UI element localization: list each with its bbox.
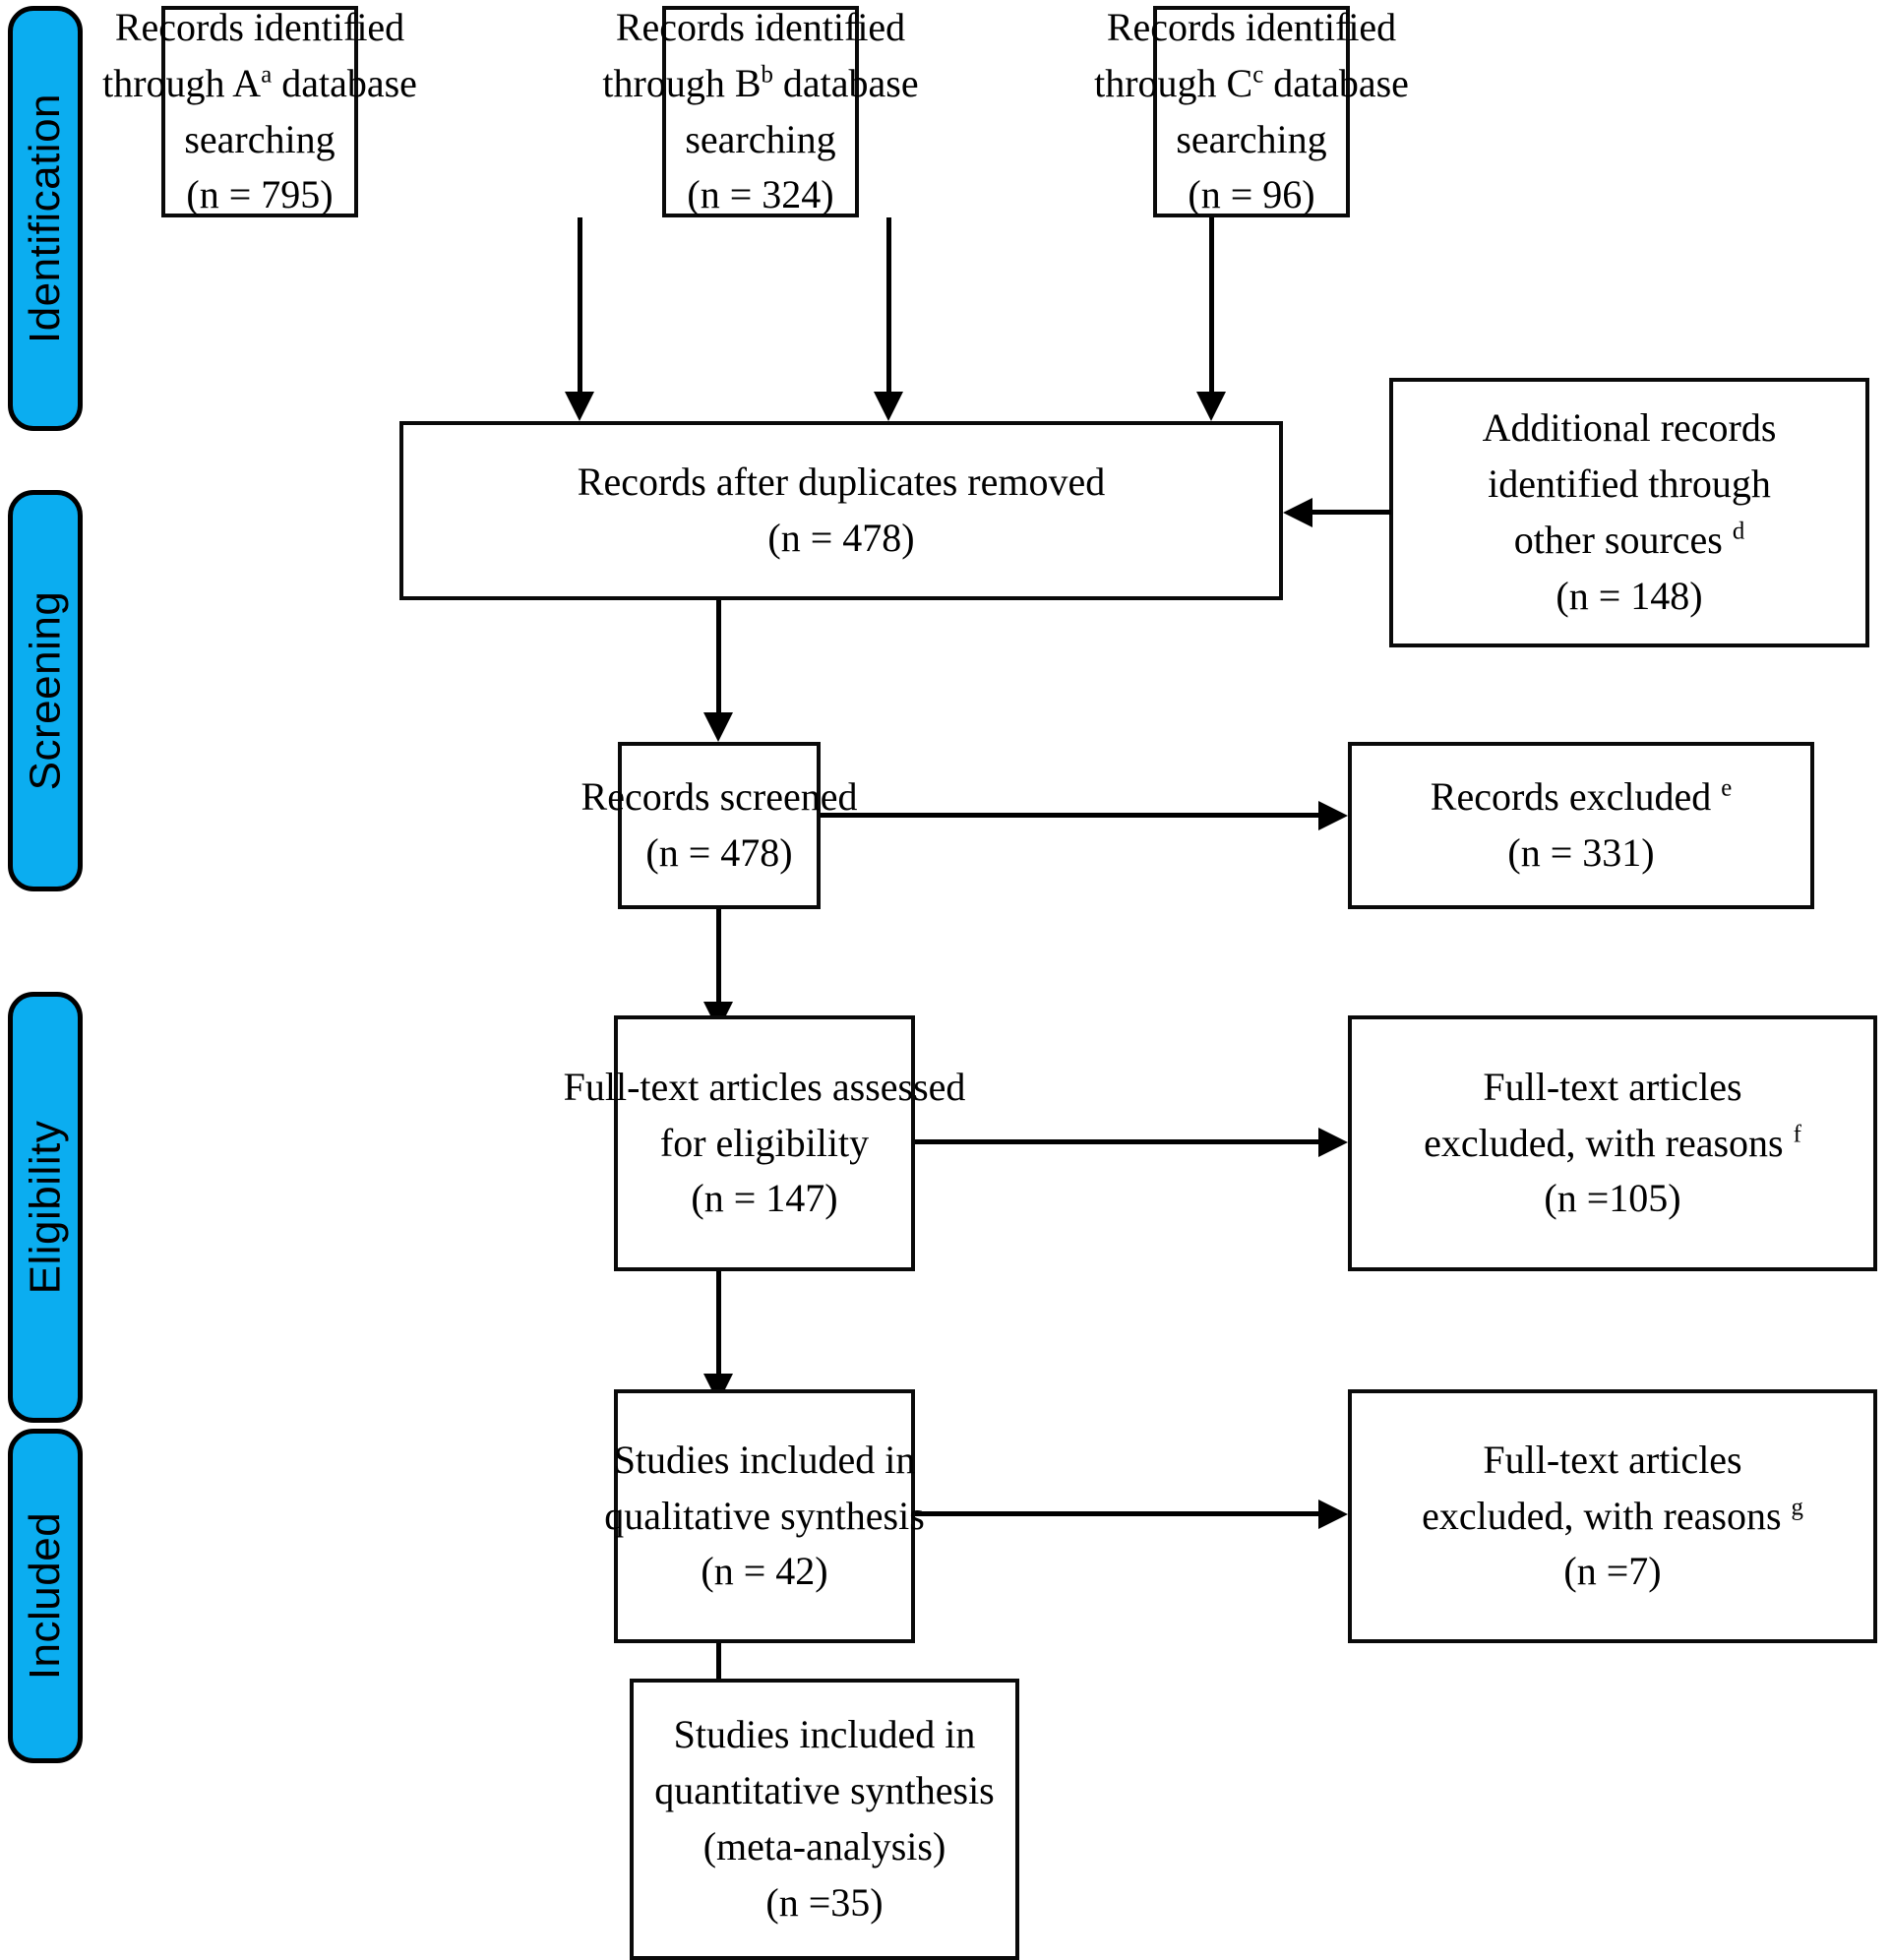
box-fulltext-excluded-f-line2-pre: excluded, with reasons: [1424, 1120, 1794, 1165]
box-database-c-line2-post: database: [1263, 60, 1409, 105]
arrow-fulltext-to-excluded-f: [1318, 1128, 1348, 1157]
stage-bar-included: Included: [8, 1429, 83, 1763]
box-records-screened-count: (n = 478): [645, 830, 793, 875]
footnote-marker-e: e: [1721, 774, 1733, 802]
footnote-marker-c: c: [1252, 61, 1264, 89]
box-duplicates-removed-count: (n = 478): [767, 516, 915, 560]
box-quantitative-synthesis-count: (n =35): [765, 1879, 884, 1925]
connector-screened-to-excluded: [821, 813, 1318, 818]
arrow-duplicates-to-screened: [703, 712, 733, 742]
box-fulltext-excluded-g-count: (n =7): [1563, 1549, 1662, 1594]
box-records-excluded: Records excluded e (n = 331): [1348, 742, 1814, 909]
box-fulltext-excluded-f-count: (n =105): [1544, 1176, 1681, 1221]
box-fulltext-assessed-line2: for eligibility: [659, 1120, 870, 1165]
footnote-marker-g: g: [1791, 1494, 1803, 1521]
box-records-excluded-line1: Records excluded e: [1431, 769, 1732, 826]
box-database-a-line3: searching: [184, 116, 336, 161]
box-other-sources: Additional records identified through ot…: [1389, 378, 1869, 647]
stage-bar-screening: Screening: [8, 490, 83, 891]
arrow-qualitative-to-excluded-g: [1318, 1500, 1348, 1529]
box-database-c-line2-pre: through C: [1094, 60, 1253, 105]
stage-label-identification: Identification: [21, 92, 69, 344]
stage-bar-eligibility: Eligibility: [8, 992, 83, 1423]
box-records-excluded-line1-pre: Records excluded: [1430, 774, 1722, 820]
box-database-b-count: (n = 324): [687, 172, 834, 217]
connector-fulltext-to-qualitative: [716, 1271, 721, 1379]
box-database-b: Records identified through Bb database s…: [602, 5, 919, 217]
connector-screened-to-fulltext: [716, 909, 721, 1008]
box-database-b-line2: through Bb database: [602, 56, 918, 112]
box-database-a-line2-post: database: [272, 60, 417, 105]
box-fulltext-assessed-line1: Full-text articles assessed: [563, 1064, 966, 1109]
box-fulltext-excluded-g-line2: excluded, with reasons g: [1422, 1489, 1803, 1545]
arrow-screened-to-excluded: [1318, 801, 1348, 830]
box-duplicates-removed-line1: Records after duplicates removed: [577, 459, 1106, 505]
box-other-sources-line3-pre: other sources: [1513, 518, 1733, 562]
arrow-db-c-to-duplicates: [1196, 392, 1226, 421]
box-other-sources-count: (n = 148): [1556, 573, 1703, 618]
arrow-db-b-to-duplicates: [874, 392, 903, 421]
connector-qualitative-to-excluded-g: [915, 1511, 1318, 1516]
box-fulltext-excluded-g-line1: Full-text articles: [1483, 1437, 1742, 1482]
connector-db-b-to-duplicates: [886, 217, 891, 395]
box-fulltext-excluded-g: Full-text articles excluded, with reason…: [1348, 1389, 1877, 1643]
box-fulltext-excluded-f-line1: Full-text articles: [1483, 1064, 1742, 1109]
box-records-screened-line1: Records screened: [580, 774, 858, 820]
connector-duplicates-to-screened: [716, 600, 721, 718]
box-database-a: Records identified through Aa database s…: [102, 5, 417, 217]
box-database-a-line1: Records identified: [114, 4, 405, 49]
stage-label-included: Included: [21, 1511, 70, 1681]
box-database-a-line2: through Aa database: [102, 56, 417, 112]
stage-bar-identification: Identification: [8, 6, 83, 431]
footnote-marker-b: b: [761, 61, 773, 89]
box-database-b-line3: searching: [685, 116, 836, 161]
box-database-a-line2-pre: through A: [102, 60, 262, 105]
box-database-c-line3: searching: [1176, 116, 1327, 161]
box-quantitative-synthesis-line1: Studies included in: [673, 1712, 976, 1757]
stage-label-screening: Screening: [21, 590, 70, 791]
box-fulltext-excluded-g-line2-pre: excluded, with reasons: [1422, 1493, 1792, 1538]
box-other-sources-line1: Additional records: [1482, 405, 1777, 451]
box-records-excluded-count: (n = 331): [1507, 830, 1655, 875]
box-database-c-count: (n = 96): [1188, 172, 1315, 217]
stage-label-eligibility: Eligibility: [21, 1120, 70, 1295]
connector-other-sources-to-duplicates: [1312, 510, 1391, 515]
box-database-c-line1: Records identified: [1106, 4, 1397, 49]
box-fulltext-assessed-count: (n = 147): [691, 1176, 838, 1221]
box-fulltext-assessed: Full-text articles assessed for eligibil…: [564, 1015, 965, 1271]
box-qualitative-synthesis: Studies included in qualitative synthesi…: [604, 1389, 925, 1643]
connector-fulltext-to-excluded-f: [915, 1139, 1318, 1144]
box-qualitative-synthesis-line1: Studies included in: [613, 1437, 916, 1482]
box-quantitative-synthesis-line2: quantitative synthesis: [654, 1768, 995, 1813]
box-quantitative-synthesis: Studies included in quantitative synthes…: [630, 1679, 1019, 1960]
box-records-screened: Records screened (n = 478): [581, 742, 858, 909]
connector-db-a-to-duplicates: [578, 217, 582, 395]
arrow-other-sources-to-duplicates: [1283, 498, 1312, 527]
box-fulltext-excluded-f: Full-text articles excluded, with reason…: [1348, 1015, 1877, 1271]
footnote-marker-f: f: [1793, 1121, 1801, 1148]
box-other-sources-line3: other sources d: [1514, 513, 1745, 569]
footnote-marker-a: a: [261, 61, 273, 89]
box-database-c: Records identified through Cc database s…: [1094, 5, 1409, 217]
box-quantitative-synthesis-line3: (meta-analysis): [702, 1824, 946, 1868]
box-qualitative-synthesis-line2: qualitative synthesis: [604, 1493, 925, 1538]
box-database-c-line2: through Cc database: [1094, 56, 1409, 112]
box-database-b-line1: Records identified: [615, 4, 906, 49]
arrow-db-a-to-duplicates: [565, 392, 594, 421]
box-database-b-line2-pre: through B: [602, 60, 762, 105]
box-qualitative-synthesis-count: (n = 42): [701, 1549, 828, 1594]
box-database-a-count: (n = 795): [186, 172, 334, 217]
box-other-sources-line2: identified through: [1488, 461, 1771, 507]
connector-db-c-to-duplicates: [1209, 217, 1214, 395]
box-fulltext-excluded-f-line2: excluded, with reasons f: [1424, 1116, 1801, 1172]
box-duplicates-removed: Records after duplicates removed (n = 47…: [399, 421, 1283, 600]
footnote-marker-d: d: [1732, 518, 1745, 545]
box-database-b-line2-post: database: [772, 60, 919, 105]
